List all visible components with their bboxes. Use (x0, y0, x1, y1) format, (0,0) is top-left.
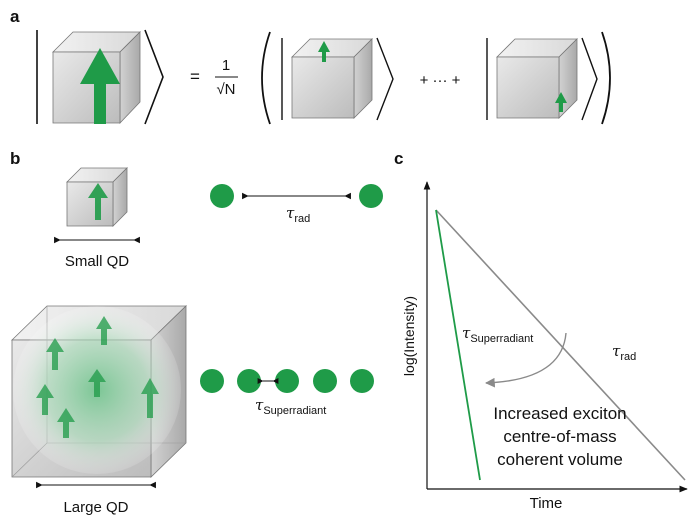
ket-cube-2 (486, 37, 598, 121)
cube-front-face (291, 56, 355, 119)
spin-arrow-group (36, 316, 159, 438)
tau-superradiant-label-c: τSuperradiant (462, 324, 533, 345)
small-spin-arrow-icon (318, 41, 330, 62)
cube-front-face (496, 56, 560, 119)
big-spin-arrow-icon (80, 48, 120, 124)
superradiant-decay-line (435, 209, 481, 481)
large-qd-cube (11, 305, 187, 478)
large-qd-label: Large QD (63, 499, 128, 516)
spin-arrow-icon (141, 378, 159, 418)
ket-right-angle (144, 29, 164, 125)
emitter-dot (359, 184, 383, 208)
annotation-line-3: coherent volume (497, 450, 623, 469)
spin-arrow-icon (46, 338, 64, 370)
cube-front-face (66, 181, 114, 227)
plus-ellipsis: + ··· + (420, 72, 461, 89)
emitter-dot (210, 184, 234, 208)
ket-right-angle (581, 37, 598, 121)
spin-arrow-icon (96, 316, 112, 345)
spin-arrow-icon (88, 369, 106, 397)
small-qd-cube (66, 167, 128, 227)
tau-rad-label: τrad (286, 204, 310, 225)
radiative-decay-line (435, 209, 686, 481)
annotation-line-2: centre-of-mass (503, 427, 616, 446)
ket-right-angle (376, 37, 394, 121)
tau-rad-label-c: τrad (612, 342, 636, 363)
spin-arrow-icon (36, 384, 54, 415)
spin-arrow-icon (88, 183, 108, 220)
emitter-dot (313, 369, 337, 393)
right-parenthesis (601, 31, 611, 125)
panel-a-label: a (10, 7, 20, 26)
emitter-dot (237, 369, 261, 393)
annotation-line-1: Increased exciton (493, 404, 626, 423)
fraction-denominator: √N (216, 81, 235, 98)
tau-superradiant-label-b: τSuperradiant (255, 396, 326, 417)
panel-c-label: c (394, 149, 403, 168)
curved-shift-arrow (485, 332, 567, 388)
small-qd-label: Small QD (65, 253, 129, 270)
ket-cube-1 (281, 37, 394, 121)
ket-big-cube (36, 29, 164, 125)
panel-b-label: b (10, 149, 20, 168)
small-spin-arrow-icon (555, 92, 567, 112)
spin-arrow-icon (57, 408, 75, 438)
emitter-dot (275, 369, 299, 393)
cube-front-face (52, 51, 121, 124)
fraction-numerator: 1 (222, 57, 230, 74)
left-parenthesis (261, 31, 271, 125)
emitter-dot (200, 369, 224, 393)
equals-sign: = (190, 67, 200, 86)
x-axis-label: Time (530, 495, 563, 512)
y-axis-label: log(Intensity) (401, 296, 417, 376)
emitter-dot (350, 369, 374, 393)
